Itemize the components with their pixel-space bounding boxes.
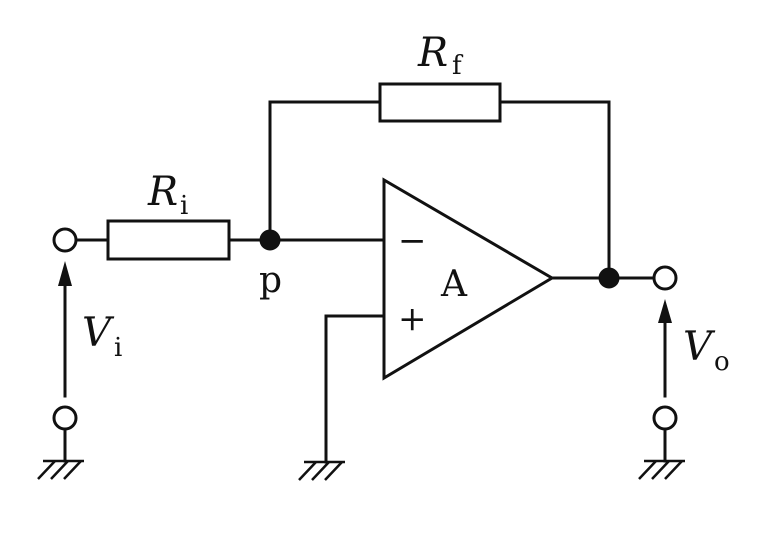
label-vo-sub: o: [714, 347, 730, 377]
label-node-p: p: [259, 260, 282, 301]
label-rf-sub: f: [452, 51, 464, 81]
ground-symbol-output: [638, 459, 685, 480]
resistor-ri: [106, 219, 231, 261]
junction-p: [259, 229, 281, 251]
input-voltage-arrow-head: [58, 261, 72, 286]
output-terminal-bottom: [652, 405, 678, 431]
label-ri-sub: i: [180, 191, 188, 221]
label-minus: −: [398, 221, 427, 261]
wire-feedback: [268, 100, 611, 280]
output-terminal-top: [652, 265, 678, 291]
output-voltage-arrow-head: [658, 299, 672, 323]
input-terminal-top: [52, 227, 78, 253]
label-vo-main: V: [683, 324, 716, 370]
ground-symbol-plus: [298, 460, 345, 481]
wire-plus-ground: [324, 314, 386, 464]
junction-output: [598, 267, 620, 289]
label-plus: +: [398, 299, 427, 339]
ground-symbol-input: [37, 459, 84, 480]
label-vi-main: V: [82, 310, 115, 356]
label-ri-main: R: [147, 169, 178, 215]
resistor-rf: [378, 82, 502, 123]
label-vi-sub: i: [114, 333, 122, 363]
opamp-triangle: [382, 177, 555, 381]
label-opamp: A: [440, 264, 468, 305]
label-rf-main: R: [417, 30, 448, 76]
input-terminal-bottom: [52, 405, 78, 431]
